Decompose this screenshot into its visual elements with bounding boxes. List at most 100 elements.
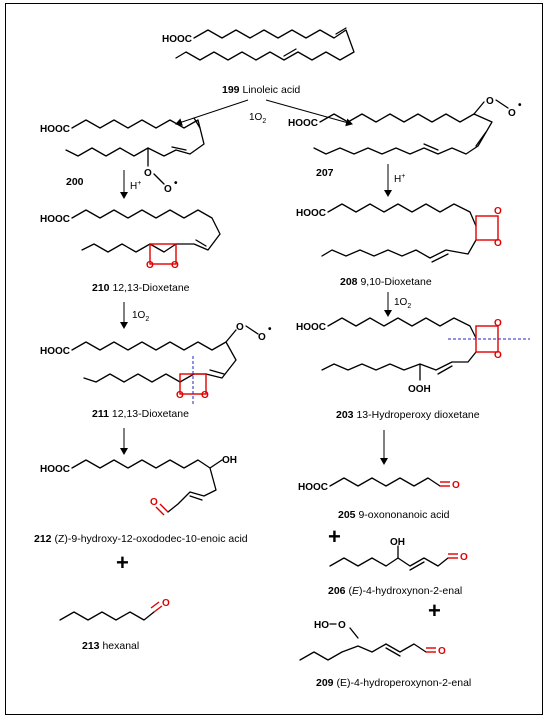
double-bond bbox=[423, 143, 439, 151]
oxygen-atom: O bbox=[201, 390, 209, 401]
carbon-chain bbox=[71, 341, 237, 383]
radical-dot: • bbox=[518, 100, 522, 111]
peroxyl-bond bbox=[245, 325, 259, 335]
hydroxyl-label: OH bbox=[390, 537, 405, 548]
radical-dot: • bbox=[174, 178, 178, 189]
arrow-to-200 bbox=[175, 99, 249, 126]
carbon-chain bbox=[175, 29, 355, 61]
acid-group-label: HOOC bbox=[40, 124, 70, 135]
plus-sign: + bbox=[116, 550, 129, 575]
carbonyl-bond bbox=[153, 605, 163, 613]
carbon-chain bbox=[71, 209, 221, 253]
oxygen-atom: O bbox=[164, 184, 172, 195]
double-bond bbox=[475, 131, 487, 147]
oxygen-atom: O bbox=[146, 260, 154, 271]
structure-208: HOOC bbox=[296, 203, 477, 263]
structure-205: HOOC O bbox=[298, 477, 460, 493]
acid-group-label: HOOC bbox=[296, 208, 326, 219]
compound-label-213: 213 hexanal bbox=[82, 640, 139, 652]
plus-sign: + bbox=[428, 598, 441, 623]
structure-212: HOOC OH O bbox=[40, 455, 237, 516]
compound-label-199: 199 Linoleic acid bbox=[222, 84, 300, 96]
double-bond bbox=[209, 369, 225, 375]
oxygen-atom: O bbox=[338, 620, 346, 631]
acid-group-label: HOOC bbox=[40, 346, 70, 357]
double-bond bbox=[437, 365, 453, 375]
compound-label-208: 208 9,10-Dioxetane bbox=[340, 276, 432, 288]
hydroxyl-label: OH bbox=[222, 455, 237, 466]
peroxyl-bond bbox=[153, 173, 165, 185]
compound-label-200: 200 bbox=[66, 176, 84, 188]
structure-199: HOOC bbox=[162, 27, 355, 61]
double-bond bbox=[195, 239, 207, 247]
reagent-1o2: 1O2 bbox=[249, 112, 266, 125]
double-bond bbox=[171, 146, 187, 151]
double-bond bbox=[409, 561, 425, 571]
oxygen-atom: O bbox=[236, 322, 244, 333]
double-bond bbox=[193, 117, 201, 129]
carbonyl-oxygen: O bbox=[438, 646, 446, 657]
carbonyl-oxygen: O bbox=[162, 598, 170, 609]
peroxyl-bond bbox=[473, 101, 485, 115]
carbonyl-bond bbox=[159, 503, 169, 513]
acid-group-label: HOOC bbox=[40, 464, 70, 475]
dioxetane-ring bbox=[475, 215, 499, 241]
carbon-chain bbox=[329, 557, 449, 567]
compound-label-212: 212 (Z)-9-hydroxy-12-oxododec-10-enoic a… bbox=[34, 533, 248, 545]
radical-dot: • bbox=[268, 324, 272, 335]
compound-label-203: 203 13-Hydroperoxy dioxetane bbox=[336, 409, 480, 421]
compound-label-211: 211 12,13-Dioxetane bbox=[92, 408, 189, 420]
reagent-1o2: 1O2 bbox=[394, 297, 411, 310]
structure-200: HOOC O O • bbox=[40, 117, 205, 195]
acid-group-label: HOOC bbox=[40, 214, 70, 225]
oxygen-atom: O bbox=[258, 332, 266, 343]
carbonyl-oxygen: O bbox=[460, 552, 468, 563]
structure-213: O bbox=[59, 598, 170, 621]
oxygen-atom: O bbox=[171, 260, 179, 271]
double-bond bbox=[335, 27, 347, 35]
structure-206: OH O bbox=[329, 537, 468, 571]
carbon-chain bbox=[313, 113, 493, 155]
reagent-proton: H+ bbox=[130, 180, 141, 192]
acid-group-label: HOOC bbox=[162, 34, 192, 45]
double-bond bbox=[385, 647, 401, 657]
double-bond bbox=[189, 495, 203, 501]
figure-frame bbox=[5, 3, 543, 715]
structure-210: HOOC bbox=[40, 209, 221, 253]
carbon-chain bbox=[327, 203, 477, 227]
reagent-1o2: 1O2 bbox=[132, 310, 149, 323]
oxygen-atom: O bbox=[494, 206, 502, 217]
carbon-chain bbox=[59, 611, 155, 621]
acid-group-label: HOOC bbox=[288, 118, 318, 129]
dioxetane-ring-203: O O bbox=[448, 318, 530, 361]
carbonyl-bond bbox=[150, 601, 160, 609]
dioxetane-ring-211: O O bbox=[176, 356, 209, 404]
oxygen-atom: O bbox=[176, 390, 184, 401]
structure-203: HOOC OOH bbox=[296, 317, 477, 395]
peroxyl-bond bbox=[225, 329, 237, 343]
hydroperoxy-bond bbox=[349, 627, 359, 639]
carbon-chain bbox=[65, 119, 205, 157]
dioxetane-ring-210: O O bbox=[146, 243, 179, 271]
carbon-chain bbox=[321, 351, 477, 371]
oxygen-atom: O bbox=[144, 168, 152, 179]
reagent-proton: H+ bbox=[394, 173, 405, 185]
structure-207: HOOC O O • bbox=[288, 96, 522, 155]
compound-label-209: 209 (E)-4-hydroperoxynon-2-enal bbox=[316, 677, 471, 689]
plus-sign: + bbox=[328, 524, 341, 549]
acid-group-label: HOOC bbox=[298, 482, 328, 493]
acid-group-label: HOOC bbox=[296, 322, 326, 333]
oxygen-atom: O bbox=[508, 108, 516, 119]
double-bond bbox=[431, 253, 449, 263]
carbon-chain bbox=[71, 459, 217, 513]
hydroperoxy-label: HO bbox=[314, 620, 329, 631]
dioxetane-ring-208: O O bbox=[475, 206, 502, 249]
oxygen-atom: O bbox=[494, 350, 502, 361]
peroxyl-bond bbox=[495, 99, 509, 109]
carbon-chain bbox=[321, 239, 477, 259]
oxygen-atom: O bbox=[494, 318, 502, 329]
carbonyl-bond bbox=[155, 506, 165, 516]
hydroxyl-bond bbox=[209, 459, 223, 469]
carbonyl-oxygen: O bbox=[452, 480, 460, 491]
